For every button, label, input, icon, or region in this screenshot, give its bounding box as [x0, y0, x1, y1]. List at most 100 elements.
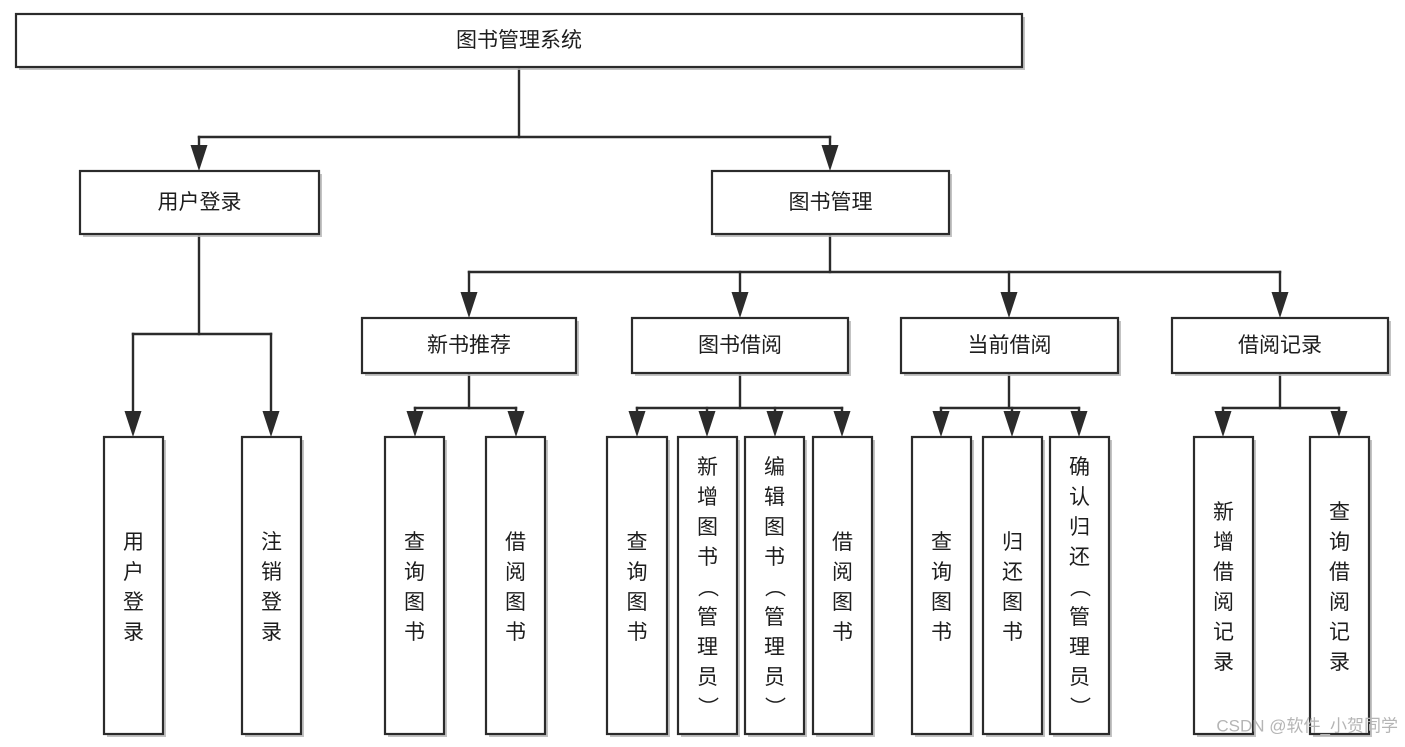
connector-group-用户登录 [124, 232, 280, 437]
node-box[interactable] [1308, 435, 1371, 736]
node-box[interactable] [811, 435, 874, 736]
arrow-head-icon [1214, 411, 1232, 437]
node-label-char: 图 [697, 516, 718, 539]
node-label-char: 询 [1329, 531, 1350, 554]
node-box[interactable] [240, 435, 303, 736]
node-label-char: 录 [261, 621, 282, 644]
node-label-char: 管 [764, 606, 785, 629]
node-label-char: 询 [931, 561, 952, 584]
node-box[interactable] [484, 435, 547, 736]
node-label-char: ） [1068, 696, 1091, 717]
node-label-char: 查 [404, 531, 425, 554]
node-label-char: 查 [627, 531, 648, 554]
node-box[interactable] [676, 435, 739, 736]
node-label-char: 辑 [764, 486, 785, 509]
node-label-char: 理 [764, 636, 785, 659]
node-label-char: 管 [1069, 606, 1090, 629]
node-box[interactable] [78, 169, 321, 236]
node-level2-用户登录-0[interactable]: 用户登录 [78, 169, 322, 237]
node-box[interactable] [1048, 435, 1111, 736]
node-label-char: （ [763, 576, 786, 597]
node-label-char: 询 [627, 561, 648, 584]
node-box[interactable] [1192, 435, 1255, 736]
node-label-char: 图 [931, 591, 952, 614]
node-box[interactable] [743, 435, 806, 736]
node-label-char: 阅 [1329, 591, 1350, 614]
node-level3-借阅记录-3[interactable]: 借阅记录 [1170, 316, 1391, 376]
arrow-head-icon [124, 411, 142, 437]
node-label-char: 借 [832, 531, 853, 554]
node-layer: 图书管理系统用户登录图书管理新书推荐图书借阅当前借阅借阅记录用户登录注销登录查询… [14, 12, 1391, 737]
arrow-head-icon [1330, 411, 1348, 437]
node-label-char: （ [1068, 576, 1091, 597]
node-label-char: 书 [505, 621, 526, 644]
arrow-head-icon [698, 411, 716, 437]
node-label-char: 销 [261, 561, 282, 584]
node-label-char: 书 [697, 546, 718, 569]
node-box[interactable] [14, 12, 1024, 69]
node-label-char: 图 [505, 591, 526, 614]
node-level3-图书借阅-1[interactable]: 图书借阅 [630, 316, 851, 376]
node-label-char: 图 [832, 591, 853, 614]
node-label-char: 员 [697, 666, 718, 689]
node-label-char: 记 [1213, 621, 1234, 644]
node-label-char: 确 [1069, 456, 1090, 479]
connector-layer [124, 65, 1348, 437]
node-label-char: 录 [1329, 651, 1350, 674]
node-root-图书管理系统-0[interactable]: 图书管理系统 [14, 12, 1025, 70]
node-label-char: 员 [1069, 666, 1090, 689]
node-label-char: 记 [1329, 621, 1350, 644]
node-box[interactable] [899, 316, 1120, 375]
node-level3-当前借阅-2[interactable]: 当前借阅 [899, 316, 1121, 376]
node-label-char: 书 [832, 621, 853, 644]
node-box[interactable] [360, 316, 578, 375]
node-label-char: 用 [123, 531, 144, 554]
node-label-char: 借 [505, 531, 526, 554]
node-box[interactable] [910, 435, 973, 736]
node-box[interactable] [630, 316, 850, 375]
node-box[interactable] [710, 169, 951, 236]
node-box[interactable] [981, 435, 1044, 736]
node-label-char: 增 [697, 486, 718, 509]
node-label-char: 借 [1329, 561, 1350, 584]
node-label-char: 录 [123, 621, 144, 644]
node-label-char: 认 [1069, 486, 1090, 509]
node-label: 借阅记录 [1238, 334, 1322, 357]
node-label-char: 户 [123, 561, 144, 584]
node-box[interactable] [102, 435, 165, 736]
node-label-char: 阅 [1213, 591, 1234, 614]
arrow-head-icon [932, 411, 950, 437]
node-leaf-用户登录-0[interactable]: 用户登录 [102, 435, 166, 737]
arrow-head-icon [833, 411, 851, 437]
node-label-char: 图 [627, 591, 648, 614]
node-label-char: 理 [1069, 636, 1090, 659]
node-label-char: 管 [697, 606, 718, 629]
node-label-char: 登 [123, 591, 144, 614]
arrow-head-icon [766, 411, 784, 437]
node-label: 图书管理系统 [456, 29, 582, 52]
node-label-char: 查 [1329, 501, 1350, 524]
arrow-head-icon [262, 411, 280, 437]
node-box[interactable] [383, 435, 446, 736]
node-label-char: 员 [764, 666, 785, 689]
node-level2-图书管理-1[interactable]: 图书管理 [710, 169, 952, 237]
node-level3-新书推荐-0[interactable]: 新书推荐 [360, 316, 579, 376]
node-label-char: 书 [764, 546, 785, 569]
node-label-char: ） [763, 696, 786, 717]
node-label-char: 还 [1069, 546, 1090, 569]
node-box[interactable] [1170, 316, 1390, 375]
node-box[interactable] [605, 435, 669, 736]
